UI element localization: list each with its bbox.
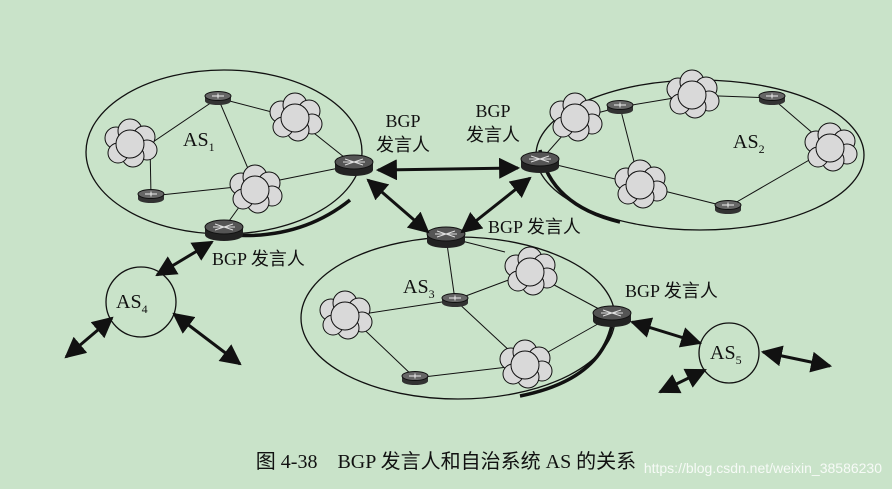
bgp-link-as1-as4 <box>155 240 214 277</box>
bgp-link-as1-as2 <box>375 157 521 181</box>
as3-cloud-top <box>504 246 558 296</box>
speaker-label-top-right-line1: BGP <box>475 101 510 121</box>
as5-circle <box>698 322 760 384</box>
as2-label: AS2 <box>733 131 765 156</box>
as5-label: AS5 <box>710 342 742 367</box>
as4-link-right <box>172 312 242 366</box>
speaker-label-top-right-line2: 发言人 <box>466 125 520 145</box>
speaker-label-top-left-line2: 发言人 <box>376 135 430 155</box>
as4-label: AS4 <box>116 291 148 316</box>
as1-router-left <box>137 189 165 204</box>
as3-cloud-left <box>319 290 373 340</box>
as2-bgp-speaker <box>520 151 560 174</box>
as4-link-left <box>64 316 114 359</box>
as1-label: AS1 <box>183 129 215 154</box>
speaker-label-as3-right: BGP 发言人 <box>625 281 718 301</box>
as1-shadow <box>229 198 352 238</box>
speaker-label-as3-top: BGP 发言人 <box>488 217 581 237</box>
as1-cloud-top <box>269 92 323 142</box>
as1-router-top <box>204 91 232 106</box>
as3-shadow <box>519 324 614 398</box>
bgp-link-as1-as3 <box>366 178 430 234</box>
as2-router-top <box>606 100 634 115</box>
as3-cloud-bottom <box>499 339 553 389</box>
bgp-link-as2-as3 <box>460 176 532 234</box>
as3-router-bottom <box>401 371 429 386</box>
speaker-label-top-left-line1: BGP <box>385 111 420 131</box>
as1-bgp-speaker-bottom <box>204 219 244 242</box>
as2-cloud-top <box>666 69 720 119</box>
as4-circle <box>105 266 177 338</box>
as2-cloud-left <box>549 92 603 142</box>
as2-cloud-right <box>804 122 858 172</box>
as1-cloud-bottom <box>229 164 283 214</box>
watermark: https://blog.csdn.net/weixin_38586230 <box>643 460 882 476</box>
as3-bgp-speaker-top <box>426 226 466 249</box>
as2-router-bottom <box>714 200 742 215</box>
as3-label: AS3 <box>403 276 435 301</box>
as1-cloud-left <box>104 118 158 168</box>
as2-cloud-bottom <box>614 159 668 209</box>
as3-bgp-speaker-right <box>592 305 632 328</box>
as1-bgp-speaker-right <box>334 154 374 177</box>
as2-router-right <box>758 91 786 106</box>
as5-link-left <box>658 368 707 394</box>
speaker-label-as1-bottom: BGP 发言人 <box>212 249 305 269</box>
as5-link-right <box>760 345 833 373</box>
bgp-link-as3-as5 <box>629 317 703 348</box>
figure-caption: 图 4-38 BGP 发言人和自治系统 AS 的关系 <box>255 451 637 473</box>
as3-router-center <box>441 293 469 308</box>
